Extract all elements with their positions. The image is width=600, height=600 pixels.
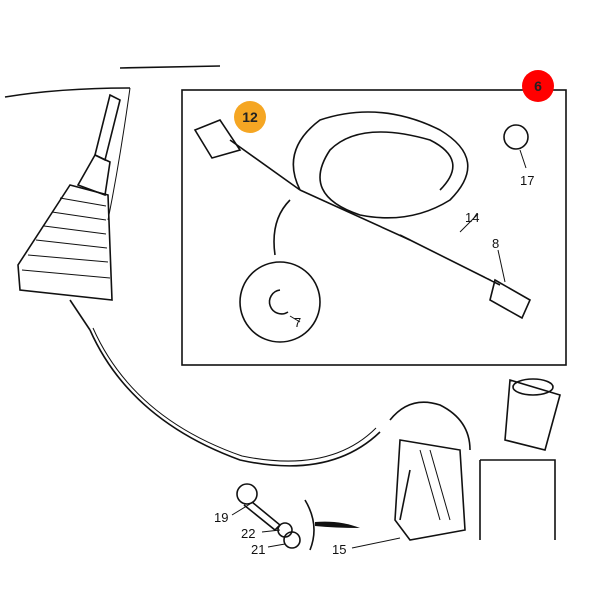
callout-15[interactable]: 15 bbox=[332, 542, 346, 557]
shift-cable bbox=[89, 329, 381, 467]
body-outline bbox=[119, 65, 221, 69]
hotspot-6-label: 6 bbox=[534, 78, 542, 94]
hotspot-6[interactable]: 6 bbox=[522, 70, 554, 102]
hotspot-12[interactable]: 12 bbox=[234, 101, 266, 133]
inset-frame bbox=[181, 89, 567, 366]
callout-21[interactable]: 21 bbox=[251, 542, 265, 557]
callout-14[interactable]: 14 bbox=[465, 210, 479, 225]
e-clip bbox=[268, 289, 289, 315]
cable-assembly bbox=[193, 111, 532, 320]
body-outline bbox=[4, 87, 131, 98]
shift-cable bbox=[92, 327, 377, 462]
callout-22[interactable]: 22 bbox=[241, 526, 255, 541]
clip-detail bbox=[239, 261, 321, 343]
body-outline bbox=[107, 87, 131, 221]
callout-8[interactable]: 8 bbox=[492, 236, 499, 251]
callout-7[interactable]: 7 bbox=[294, 315, 301, 330]
pedal-bracket bbox=[389, 378, 561, 541]
callout-17[interactable]: 17 bbox=[520, 173, 534, 188]
gear-lever-boot bbox=[17, 93, 121, 331]
hotspot-12-label: 12 bbox=[242, 109, 258, 125]
callout-19[interactable]: 19 bbox=[214, 510, 228, 525]
bolt-assembly bbox=[236, 483, 360, 551]
